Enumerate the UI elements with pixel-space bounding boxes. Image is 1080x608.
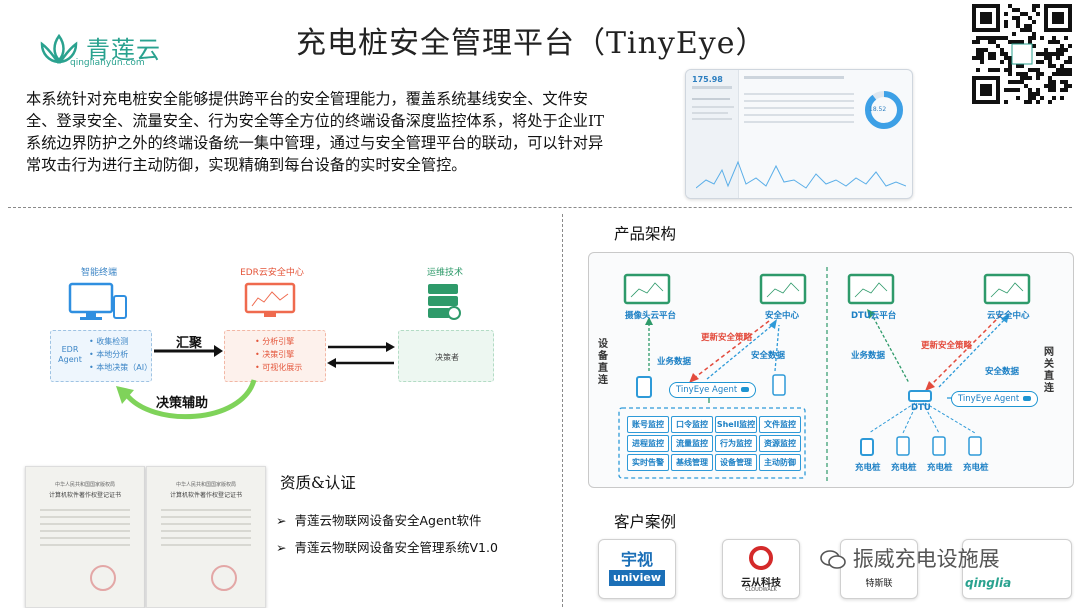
watermark: 振威充电设施展 xyxy=(820,543,1000,573)
left-security-data-label: 安全数据 xyxy=(751,351,786,361)
ops-box: 决策者 xyxy=(398,330,494,382)
monitor-cell: 实时告警 xyxy=(627,454,669,471)
left-security-center-label: 安全中心 xyxy=(765,311,800,321)
certificate-image: 中华人民共和国国家版权局 计算机软件著作权登记证书 xyxy=(25,466,145,608)
edr-item: • 分析引擎 xyxy=(255,337,295,346)
assist-curve-arrow-icon xyxy=(116,379,257,420)
qualifications-title: 资质&认证 xyxy=(280,474,356,492)
qr-code xyxy=(972,4,1072,104)
dashboard-table xyxy=(744,88,854,138)
camera-cloud-platform-label: 摄像头云平台 xyxy=(625,311,677,321)
dashboard-line-chart xyxy=(696,160,906,189)
vertical-divider xyxy=(562,214,563,607)
converge-arrow-icon xyxy=(154,345,223,357)
logo-text: 青莲云 xyxy=(86,36,161,64)
monitor-cell: 行为监控 xyxy=(715,435,757,452)
charger-label: 充电桩 xyxy=(855,463,881,473)
agent-item: • 收集检测 xyxy=(89,337,129,346)
agent-box-title: EDR Agent xyxy=(58,345,82,364)
monitor-cell: Shell监控 xyxy=(715,416,757,433)
arrow-bullet-icon: ➢ xyxy=(276,540,287,555)
wechat-icon xyxy=(820,549,846,571)
architecture-title: 产品架构 xyxy=(614,225,677,243)
dtu-label: DTU xyxy=(911,403,931,413)
edr-item: • 可视化展示 xyxy=(255,363,303,372)
page-title: 充电桩安全管理平台（TinyEye） xyxy=(296,26,767,61)
architecture-diagram: 摄像头云平台 安全中心 更新安全策略 业务数据 安全数据 设备直连 TinyEy… xyxy=(588,252,1074,488)
agent-chip-icon xyxy=(1023,396,1032,401)
monitor-cell: 基线管理 xyxy=(671,454,713,471)
gateway-direct-label: 网关直连 xyxy=(1044,347,1054,394)
agent-chip-icon xyxy=(741,387,750,392)
customer-logo-terminus: 特斯联 xyxy=(840,539,918,599)
dashboard-screenshot: 175.98 18.52 xyxy=(685,69,913,199)
customers-title: 客户案例 xyxy=(614,513,677,531)
right-agent-pill: TinyEye Agent xyxy=(951,391,1039,407)
monitor-cell: 主动防御 xyxy=(759,454,801,471)
dashboard-donut-value: 18.52 xyxy=(869,106,887,113)
device-direct-label: 设备直连 xyxy=(598,339,608,386)
edr-item: • 决策引擎 xyxy=(255,350,295,359)
edr-center-label: EDR云安全中心 xyxy=(240,268,304,278)
monitor-cell: 资源监控 xyxy=(759,435,801,452)
lotus-logo-icon xyxy=(36,32,82,68)
monitor-phone-icon xyxy=(68,282,130,326)
converge-label: 汇聚 xyxy=(176,336,203,351)
customer-logo-uniview: 宇视 uniview xyxy=(598,539,676,599)
customer-logo-cloudwalk: 云从科技 CLOUDWALK xyxy=(722,539,800,599)
right-security-center-label: 云安全中心 xyxy=(987,311,1030,321)
edr-monitor-icon xyxy=(244,282,296,324)
left-business-data-label: 业务数据 xyxy=(657,357,692,367)
logo-subtext: qinglianyun.com xyxy=(70,58,145,68)
certificate-image: 中华人民共和国国家版权局 计算机软件著作权登记证书 xyxy=(146,466,266,608)
monitor-cell: 进程监控 xyxy=(627,435,669,452)
qualification-item: ➢青莲云物联网设备安全管理系统V1.0 xyxy=(276,540,498,555)
agent-box: EDR Agent • 收集检测 • 本地分析 • 本地决策（AI） xyxy=(50,330,152,382)
ops-item: 决策者 xyxy=(435,353,459,362)
arrow-bullet-icon: ➢ xyxy=(276,513,287,528)
dashboard-big-number: 175.98 xyxy=(692,75,723,84)
monitor-cell: 账号监控 xyxy=(627,416,669,433)
customer-logo-qinglian: qinglia xyxy=(962,539,1072,599)
dtu-cloud-platform-label: DTU云平台 xyxy=(851,311,897,321)
agent-item: • 本地分析 xyxy=(89,350,129,359)
server-stack-icon xyxy=(424,282,464,324)
charger-label: 充电桩 xyxy=(927,463,953,473)
left-agent-pill: TinyEye Agent xyxy=(669,382,757,398)
charger-label: 充电桩 xyxy=(963,463,989,473)
right-security-data-label: 安全数据 xyxy=(985,367,1020,377)
ops-label: 运维技术 xyxy=(426,268,463,278)
monitor-cell: 口令监控 xyxy=(671,416,713,433)
horizontal-divider xyxy=(8,207,1072,208)
edr-box: • 分析引擎 • 决策引擎 • 可视化展示 xyxy=(224,330,326,382)
assist-label: 决策辅助 xyxy=(156,396,209,411)
qualification-item: ➢青莲云物联网设备安全Agent软件 xyxy=(276,513,482,528)
monitor-cell: 流量监控 xyxy=(671,435,713,452)
terminal-label: 智能终端 xyxy=(80,268,117,278)
monitor-cell: 设备管理 xyxy=(715,454,757,471)
dashboard-donut xyxy=(865,91,903,129)
monitor-cell: 文件监控 xyxy=(759,416,801,433)
left-policy-label: 更新安全策略 xyxy=(701,333,753,343)
right-business-data-label: 业务数据 xyxy=(851,351,886,361)
bidirectional-arrow-icon xyxy=(327,342,395,368)
charger-label: 充电桩 xyxy=(891,463,917,473)
right-policy-label: 更新安全策略 xyxy=(921,341,973,351)
intro-paragraph: 本系统针对充电桩安全能够提供跨平台的安全管理能力，覆盖系统基线安全、文件安全、登… xyxy=(26,90,605,174)
agent-item: • 本地决策（AI） xyxy=(89,363,153,372)
